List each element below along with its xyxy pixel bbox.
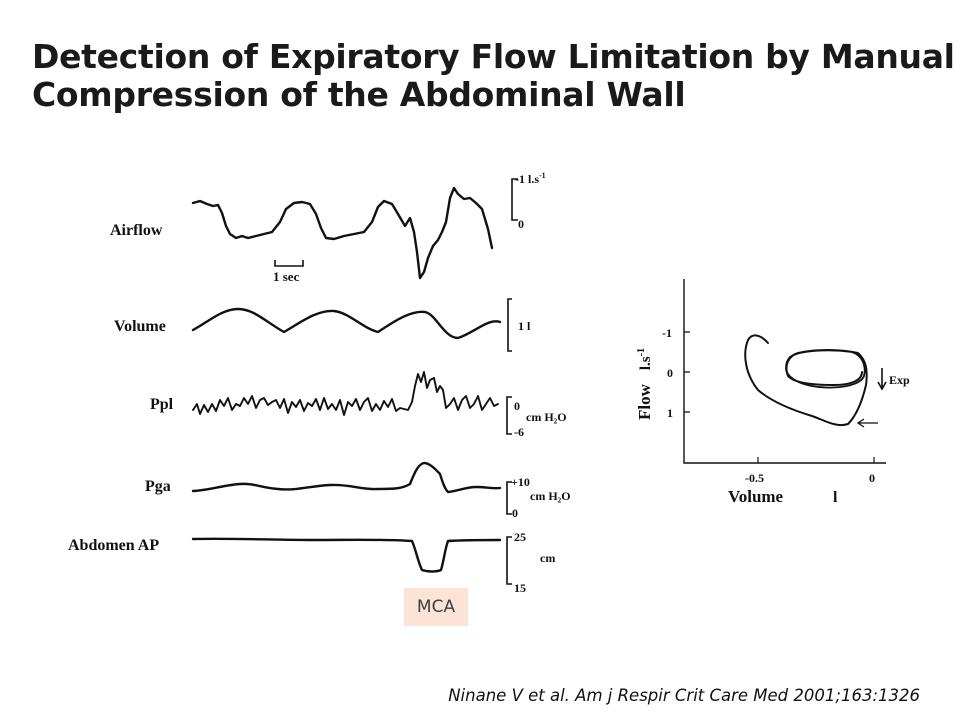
time-scale-bar [274,260,304,267]
ppl-scale-unit: cm H₂O [526,410,567,424]
slide-title: Detection of Expiratory Flow Limitation … [32,37,955,114]
pga-scale-top: +10 [511,475,530,489]
pga-scale-bracket [506,481,512,515]
flow-volume-plot: -1 0 1 -0.5 0 Volume l Flowl.s-1 Exp [635,279,910,506]
y-tick-1: 1 [667,406,673,420]
airflow-label: Airflow [110,222,163,239]
abdomen-ap-label: Abdomen AP [68,537,159,554]
y-tick-0: 0 [667,366,673,380]
abdomen-ap-scale-top: 25 [514,530,526,544]
abdomen-ap-scale-bottom: 15 [514,581,526,595]
volume-trace [191,307,502,340]
pga-trace [191,461,502,494]
ppl-label: Ppl [150,396,174,413]
y-ticks [684,331,690,413]
volume-scale-bracket [507,298,512,352]
exp-arrow-icon [877,368,887,391]
x-tick-0: 0 [869,471,875,485]
inner-loop-trace [785,349,866,389]
flow-volume-axes [683,279,886,464]
airflow-scale-bracket [511,178,518,221]
ppl-scale-top: 0 [514,399,520,413]
ppl-trace [192,371,499,416]
y-tick-minus-1: -1 [662,326,672,340]
airflow-scale-bottom: 0 [518,217,524,231]
pga-label: Pga [145,478,171,495]
exp-annotation: Exp [889,373,910,387]
x-axis-label: Volume [728,487,784,506]
x-axis-unit: l [833,489,838,506]
x-ticks [757,457,875,463]
volume-scale: 1 l [518,319,531,333]
slide-title-line-2: Compression of the Abdominal Wall [32,75,686,114]
limitation-arrow [856,418,878,428]
abdomen-ap-trace [191,537,502,573]
ppl-scale-bottom: -6 [514,425,524,439]
ppl-scale-bracket [506,396,512,435]
time-scale-label: 1 sec [273,269,300,284]
abdomen-ap-scale-unit: cm [540,551,555,565]
x-tick-minus-0-5: -0.5 [745,471,764,485]
citation: Ninane V et al. Am j Respir Crit Care Me… [448,686,920,705]
mca-label-box: MCA [404,588,468,626]
volume-label: Volume [114,318,166,335]
abdomen-ap-scale-bracket [506,536,512,585]
slide-title-line-1: Detection of Expiratory Flow Limitation … [32,37,955,76]
airflow-scale-top: -1 l.s-1 [515,171,546,186]
pga-scale-unit: cm H₂O [530,489,571,503]
outer-loop-trace [744,334,868,426]
y-axis-label: Flowl.s-1 [635,348,654,420]
airflow-trace [191,186,494,280]
pga-scale-bottom: 0 [512,506,518,520]
